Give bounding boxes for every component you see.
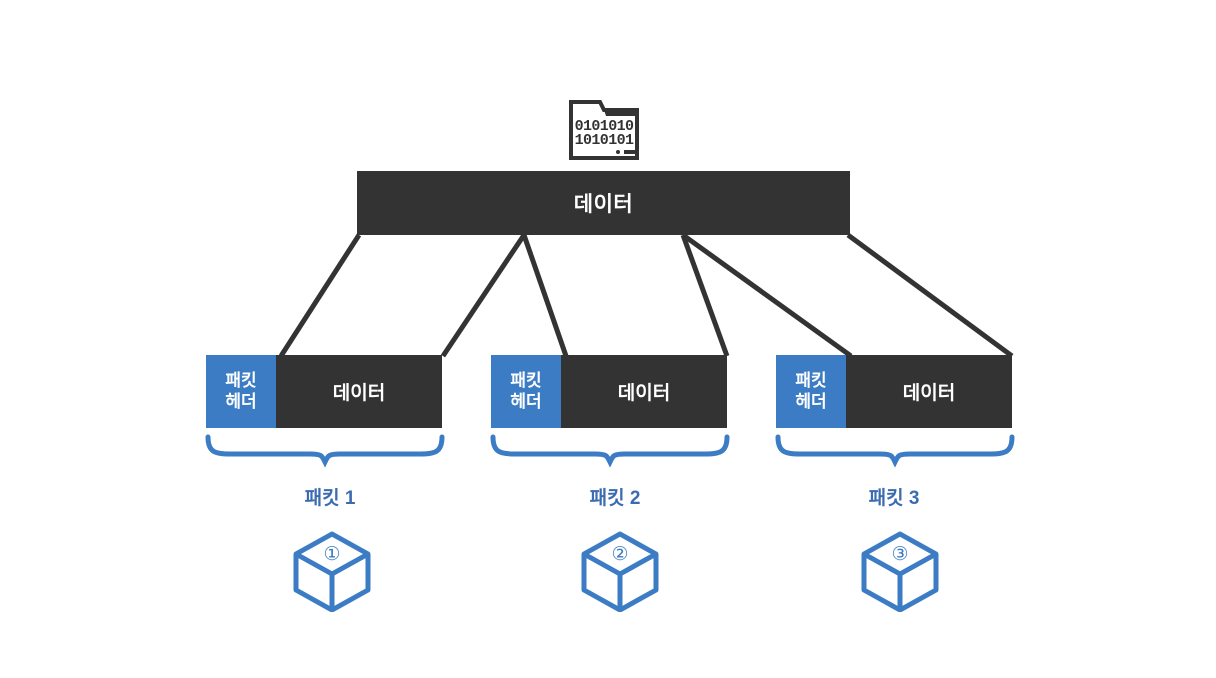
cube-number-3: ③	[891, 543, 908, 565]
cube-number-2: ②	[611, 543, 628, 565]
packet-caption-2: 패킷 2	[589, 488, 641, 509]
packet-header-1-line2: 헤더	[225, 391, 257, 411]
brace-packet1	[205, 434, 445, 468]
packet-box-2: 패킷 헤더 데이터	[491, 355, 727, 428]
packet-header-1-line1: 패킷	[225, 371, 257, 391]
connector-line-bar-to-packet3-left	[681, 232, 853, 359]
packet-header-3-line2: 헤더	[795, 391, 827, 411]
packet-header-3-line1: 패킷	[795, 371, 827, 391]
packet-header-2: 패킷 헤더	[491, 355, 561, 428]
packet-payload-2: 데이터	[561, 355, 727, 428]
packet-cube-icon-3: ③	[858, 528, 942, 613]
data-bar-label: 데이터	[573, 193, 634, 216]
brace-packet2	[490, 434, 730, 468]
data-bar: 데이터	[357, 171, 850, 235]
binary-row-1: 0101010	[575, 118, 634, 135]
packet-caption-1: 패킷 1	[304, 488, 356, 509]
connector-line-bar-to-packet3-right	[846, 232, 1014, 359]
binary-row-2: 1010101	[575, 132, 634, 149]
packet-box-1: 패킷 헤더 데이터	[206, 355, 442, 428]
packet-cube-icon-2: ②	[578, 528, 662, 613]
brace-packet3	[775, 434, 1015, 468]
packet-header-1: 패킷 헤더	[206, 355, 276, 428]
connector-line-bar-to-packet1-right	[440, 233, 527, 358]
packet-header-3: 패킷 헤더	[776, 355, 846, 428]
packet-caption-3: 패킷 3	[868, 488, 920, 509]
connector-line-bar-to-packet1-left	[278, 233, 362, 358]
connector-line-bar-to-packet2-left	[521, 234, 569, 357]
packet-header-2-line1: 패킷	[510, 371, 542, 391]
packet-header-2-line2: 헤더	[510, 391, 542, 411]
cube-number-1: ①	[323, 543, 340, 565]
packet-box-3: 패킷 헤더 데이터	[776, 355, 1012, 428]
packet-payload-1: 데이터	[276, 355, 442, 428]
connector-line-bar-to-packet2-right	[680, 234, 730, 357]
packet-payload-3: 데이터	[846, 355, 1012, 428]
binary-data-folder-icon: 0101010 1010101	[566, 90, 642, 162]
packet-cube-icon-1: ①	[290, 528, 374, 613]
